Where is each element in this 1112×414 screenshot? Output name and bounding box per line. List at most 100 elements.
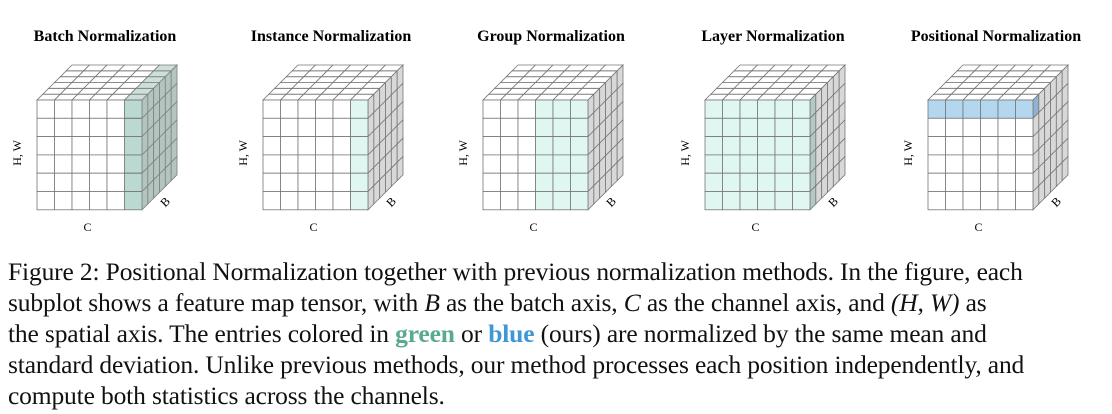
front-cell	[792, 99, 811, 119]
front-cell	[997, 99, 1016, 119]
caption-text: as	[959, 288, 987, 317]
front-cell	[757, 172, 776, 192]
front-cell	[552, 136, 571, 156]
panel-title: Group Normalization	[477, 28, 625, 45]
front-cell	[36, 191, 55, 211]
axis-label-hw: H, W	[10, 139, 24, 165]
front-cell	[980, 191, 999, 211]
front-cell	[262, 99, 281, 119]
front-cell	[1015, 136, 1034, 156]
caption-line-4: standard deviation. Unlike previous meth…	[8, 349, 1104, 380]
front-cell	[739, 172, 758, 192]
front-cell	[535, 172, 554, 192]
caption-line-2: subplot shows a feature map tensor, with…	[8, 287, 1104, 318]
front-cell	[482, 172, 501, 192]
front-cell	[54, 154, 73, 174]
axis-label-b: B	[603, 194, 619, 210]
symbol-b: B	[424, 288, 440, 317]
front-cell	[980, 117, 999, 138]
front-cell	[482, 136, 501, 156]
symbol-hw: (H, W)	[890, 288, 960, 317]
front-cell	[739, 117, 758, 138]
front-cell	[722, 136, 741, 156]
caption-text: standard deviation. Unlike previous meth…	[8, 350, 1025, 379]
green-word: green	[395, 319, 455, 348]
front-cell	[297, 117, 316, 138]
front-cell	[36, 99, 55, 119]
front-cell	[350, 99, 369, 119]
front-cell	[297, 136, 316, 156]
front-cell	[71, 191, 90, 211]
front-cell	[570, 154, 589, 174]
axis-label-hw: H, W	[678, 139, 692, 165]
front-cell	[500, 136, 519, 156]
front-cell	[482, 99, 501, 119]
axis-label-hw: H, W	[901, 139, 915, 165]
front-cell	[980, 172, 999, 192]
front-cell	[89, 136, 108, 156]
front-cell	[517, 99, 536, 119]
front-cell	[262, 191, 281, 211]
front-cell	[1015, 99, 1034, 119]
front-cell	[570, 117, 589, 138]
front-cell	[315, 117, 334, 138]
axis-label-c: C	[83, 220, 91, 234]
front-cell	[722, 191, 741, 211]
front-cell	[927, 154, 946, 174]
front-cell	[297, 99, 316, 119]
front-cell	[332, 99, 351, 119]
front-cell	[552, 117, 571, 138]
front-cell	[106, 154, 125, 174]
caption-text: compute both statistics across the chann…	[8, 381, 445, 410]
front-cell	[927, 172, 946, 192]
front-cell	[570, 136, 589, 156]
front-cell	[71, 117, 90, 138]
front-cell	[332, 154, 351, 174]
side-cell	[1061, 155, 1069, 182]
panel-title: Instance Normalization	[251, 28, 412, 45]
front-cell	[517, 136, 536, 156]
front-cell	[980, 136, 999, 156]
front-cell	[36, 154, 55, 174]
front-cell	[774, 136, 793, 156]
front-cell	[89, 172, 108, 192]
front-cell	[792, 191, 811, 211]
front-cell	[535, 191, 554, 211]
front-cell	[792, 172, 811, 192]
front-cell	[552, 172, 571, 192]
front-cell	[774, 172, 793, 192]
front-cell	[280, 136, 299, 156]
front-cell	[332, 136, 351, 156]
front-cell	[739, 154, 758, 174]
front-cell	[962, 191, 981, 211]
front-cell	[106, 99, 125, 119]
front-cell	[535, 117, 554, 138]
front-cell	[89, 117, 108, 138]
front-cell	[280, 154, 299, 174]
front-cell	[315, 99, 334, 119]
front-cell	[980, 154, 999, 174]
front-cell	[517, 154, 536, 174]
axis-label-hw: H, W	[236, 139, 250, 165]
front-cell	[1015, 191, 1034, 211]
front-cell	[54, 136, 73, 156]
front-cell	[552, 154, 571, 174]
front-cell	[36, 136, 55, 156]
front-cell	[945, 117, 964, 138]
front-cell	[1015, 117, 1034, 138]
front-cell	[945, 172, 964, 192]
front-cell	[945, 154, 964, 174]
front-cell	[927, 136, 946, 156]
front-cell	[535, 99, 554, 119]
front-cell	[500, 154, 519, 174]
front-cell	[106, 191, 125, 211]
front-cell	[774, 154, 793, 174]
front-cell	[945, 99, 964, 119]
side-cell	[838, 155, 846, 182]
front-cell	[792, 154, 811, 174]
axis-label-c: C	[529, 220, 537, 234]
front-cell	[552, 191, 571, 211]
front-cell	[106, 172, 125, 192]
front-cell	[482, 117, 501, 138]
